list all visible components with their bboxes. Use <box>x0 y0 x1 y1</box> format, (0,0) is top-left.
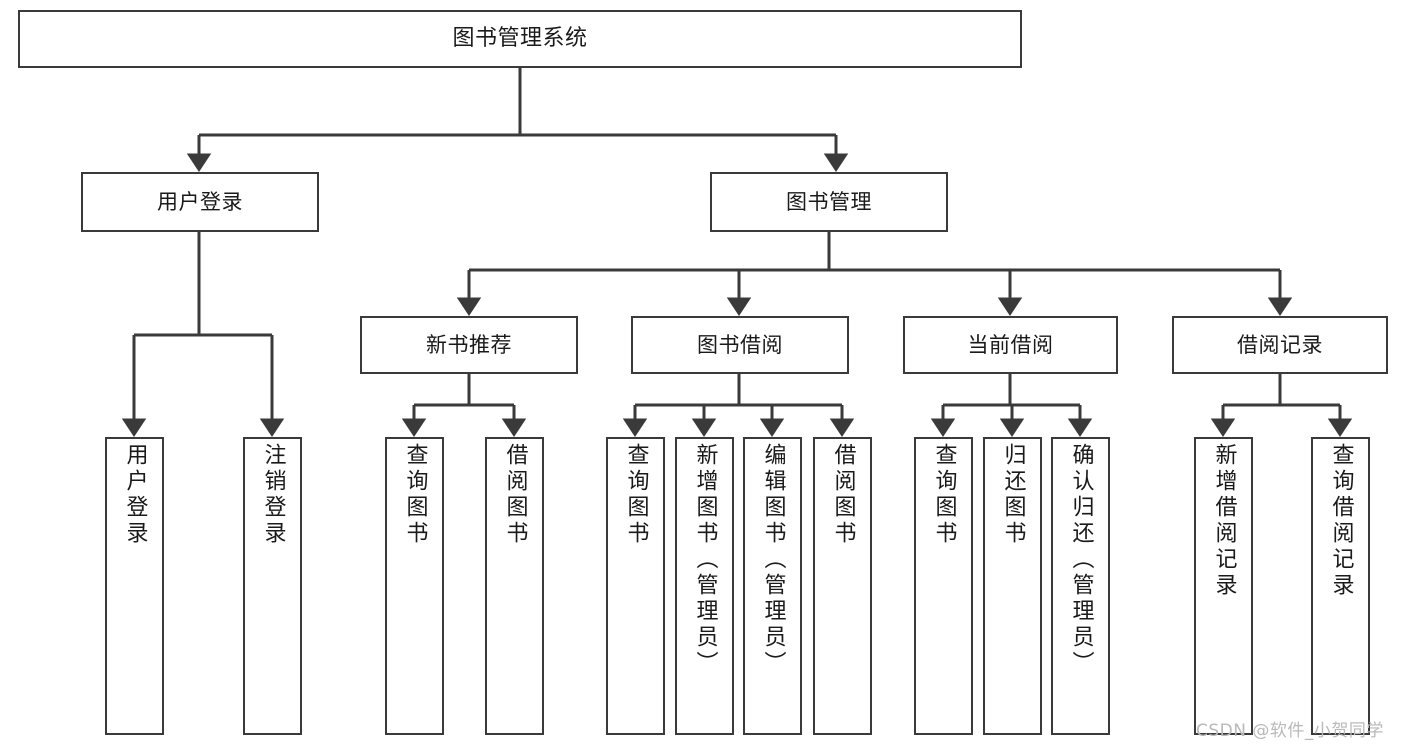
leaf-borrow-record-query[interactable]: 查询借阅记录 <box>1311 437 1370 735</box>
leaf-new-book-query-label: 查询图书 <box>402 443 428 547</box>
leaf-user-login-login[interactable]: 用户登录 <box>105 437 164 735</box>
node-user-login[interactable]: 用户登录 <box>81 172 319 232</box>
node-root-system-label: 图书管理系统 <box>452 26 588 52</box>
leaf-book-borrow-borrow[interactable]: 借阅图书 <box>813 437 872 735</box>
leaf-book-borrow-query[interactable]: 查询图书 <box>606 437 665 735</box>
node-borrow-record-label: 借阅记录 <box>1237 332 1323 357</box>
leaf-borrow-record-add[interactable]: 新增借阅记录 <box>1194 437 1253 735</box>
node-borrow-record[interactable]: 借阅记录 <box>1172 316 1388 374</box>
leaf-new-book-borrow-label: 借阅图书 <box>502 443 528 547</box>
node-book-management-label: 图书管理 <box>786 189 872 214</box>
leaf-current-borrow-confirm-label: 确认归还（管理员） <box>1068 443 1094 677</box>
node-current-borrow[interactable]: 当前借阅 <box>903 316 1118 374</box>
node-new-book-recommend-label: 新书推荐 <box>426 332 512 357</box>
leaf-current-borrow-return[interactable]: 归还图书 <box>983 437 1042 735</box>
leaf-book-borrow-edit-label: 编辑图书（管理员） <box>760 443 786 677</box>
leaf-book-borrow-query-label: 查询图书 <box>623 443 649 547</box>
leaf-book-borrow-add[interactable]: 新增图书（管理员） <box>675 437 734 735</box>
leaf-current-borrow-return-label: 归还图书 <box>1000 443 1026 547</box>
node-root-system[interactable]: 图书管理系统 <box>18 10 1022 68</box>
leaf-current-borrow-query-label: 查询图书 <box>931 443 957 547</box>
leaf-borrow-record-add-label: 新增借阅记录 <box>1211 443 1237 599</box>
node-new-book-recommend[interactable]: 新书推荐 <box>360 316 578 374</box>
leaf-book-borrow-add-label: 新增图书（管理员） <box>692 443 718 677</box>
watermark-text: CSDN @软件_小贺同学 <box>1196 721 1384 741</box>
leaf-user-login-login-label: 用户登录 <box>122 443 148 547</box>
leaf-user-login-logout-label: 注销登录 <box>260 443 286 547</box>
node-book-management[interactable]: 图书管理 <box>710 172 948 232</box>
node-current-borrow-label: 当前借阅 <box>967 332 1054 357</box>
leaf-new-book-borrow[interactable]: 借阅图书 <box>485 437 544 735</box>
leaf-current-borrow-query[interactable]: 查询图书 <box>914 437 973 735</box>
leaf-book-borrow-borrow-label: 借阅图书 <box>830 443 856 547</box>
leaf-new-book-query[interactable]: 查询图书 <box>385 437 444 735</box>
node-book-borrow[interactable]: 图书借阅 <box>631 316 849 374</box>
node-user-login-label: 用户登录 <box>157 189 243 214</box>
leaf-current-borrow-confirm[interactable]: 确认归还（管理员） <box>1051 437 1110 735</box>
leaf-user-login-logout[interactable]: 注销登录 <box>243 437 302 735</box>
leaf-book-borrow-edit[interactable]: 编辑图书（管理员） <box>743 437 802 735</box>
leaf-borrow-record-query-label: 查询借阅记录 <box>1328 443 1354 599</box>
node-book-borrow-label: 图书借阅 <box>697 332 783 357</box>
